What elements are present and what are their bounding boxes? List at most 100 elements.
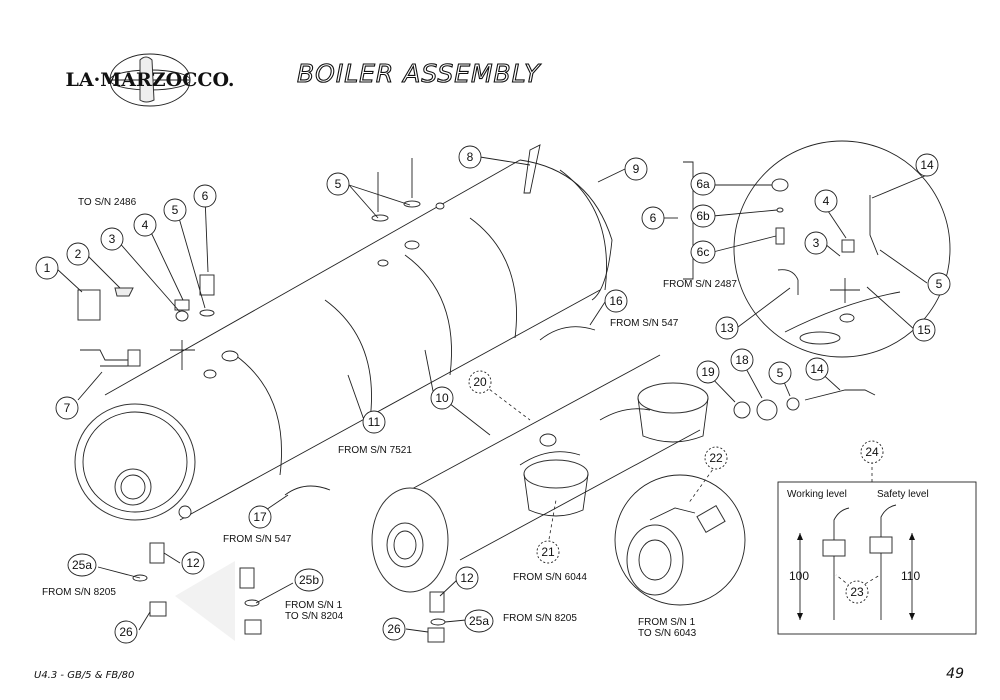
svg-text:11: 11 bbox=[368, 415, 381, 429]
callout-5-left: 5 bbox=[163, 198, 187, 222]
svg-text:6: 6 bbox=[650, 211, 657, 225]
svg-text:9: 9 bbox=[633, 162, 640, 176]
small-parts bbox=[77, 144, 879, 643]
svg-text:14: 14 bbox=[810, 362, 824, 376]
svg-text:20: 20 bbox=[473, 375, 487, 389]
svg-text:12: 12 bbox=[186, 556, 200, 570]
svg-text:15: 15 bbox=[917, 323, 931, 337]
note-to-sn-6043: TO S/N 6043 bbox=[638, 628, 697, 639]
svg-text:21: 21 bbox=[541, 545, 555, 559]
detail-circle-element bbox=[614, 474, 746, 606]
callout-2: 2 bbox=[66, 242, 90, 266]
callout-4: 4 bbox=[133, 213, 157, 237]
dim-safety: 110 bbox=[901, 569, 920, 583]
page-number: 49 bbox=[946, 666, 964, 682]
svg-text:10: 10 bbox=[435, 391, 449, 405]
svg-text:3: 3 bbox=[813, 236, 820, 250]
callout-8: 8 bbox=[458, 145, 482, 169]
note-from-sn-1-b: FROM S/N 1 bbox=[638, 617, 696, 628]
callout-25a-right: 25a bbox=[464, 609, 494, 633]
svg-text:18: 18 bbox=[735, 353, 749, 367]
svg-text:3: 3 bbox=[109, 232, 116, 246]
callout-5-top: 5 bbox=[326, 172, 350, 196]
note-from-sn-1-a: FROM S/N 1 bbox=[285, 600, 343, 611]
callout-5-right: 5 bbox=[768, 361, 792, 385]
callout-12-left: 12 bbox=[181, 551, 205, 575]
svg-text:6b: 6b bbox=[696, 209, 710, 223]
la-marzocco-logo: LA·MARZOCCO. bbox=[66, 53, 235, 107]
svg-text:5: 5 bbox=[936, 277, 943, 291]
note-to-sn-8204: TO S/N 8204 bbox=[285, 611, 344, 622]
svg-text:4: 4 bbox=[823, 194, 830, 208]
callout-3-detail: 3 bbox=[804, 231, 828, 255]
level-probe-box: Working level Safety level 100 110 bbox=[777, 481, 977, 635]
callout-20: 20 bbox=[468, 370, 492, 394]
svg-text:17: 17 bbox=[253, 510, 267, 524]
callout-25b: 25b bbox=[294, 568, 324, 592]
page-title: BOILER ASSEMBLY bbox=[297, 59, 541, 88]
note-from-sn-6044: FROM S/N 6044 bbox=[513, 572, 587, 583]
callout-5-detail: 5 bbox=[927, 272, 951, 296]
svg-text:25a: 25a bbox=[469, 614, 489, 628]
svg-text:8: 8 bbox=[467, 150, 474, 164]
safety-level-label: Safety level bbox=[877, 489, 929, 500]
callout-9: 9 bbox=[624, 157, 648, 181]
svg-text:24: 24 bbox=[865, 445, 879, 459]
svg-text:13: 13 bbox=[720, 321, 734, 335]
svg-text:25a: 25a bbox=[72, 558, 92, 572]
callout-22: 22 bbox=[704, 446, 728, 470]
note-from-sn-8205-left: FROM S/N 8205 bbox=[42, 587, 116, 598]
note-from-sn-7521: FROM S/N 7521 bbox=[338, 445, 412, 456]
svg-text:12: 12 bbox=[460, 571, 474, 585]
callout-26-left: 26 bbox=[114, 620, 138, 644]
svg-text:23: 23 bbox=[850, 585, 864, 599]
callout-14-detail: 14 bbox=[915, 153, 939, 177]
svg-text:6a: 6a bbox=[696, 177, 710, 191]
callout-1: 1 bbox=[35, 256, 59, 280]
callout-3: 3 bbox=[100, 227, 124, 251]
callout-25a-left: 25a bbox=[67, 553, 97, 577]
dim-working: 100 bbox=[789, 569, 809, 583]
boiler-secondary bbox=[371, 354, 709, 593]
svg-text:7: 7 bbox=[64, 401, 71, 415]
svg-text:16: 16 bbox=[609, 294, 623, 308]
note-from-sn-8205-right: FROM S/N 8205 bbox=[503, 613, 577, 624]
callout-26-right: 26 bbox=[382, 617, 406, 641]
callout-18: 18 bbox=[730, 348, 754, 372]
callout-11: 11 bbox=[362, 410, 386, 434]
svg-text:19: 19 bbox=[701, 365, 715, 379]
svg-text:5: 5 bbox=[172, 203, 179, 217]
note-from-sn-547-bottom: FROM S/N 547 bbox=[223, 534, 292, 545]
callout-21: 21 bbox=[536, 540, 560, 564]
svg-text:26: 26 bbox=[387, 622, 401, 636]
callout-6b: 6b bbox=[690, 204, 716, 228]
svg-text:22: 22 bbox=[709, 451, 723, 465]
note-from-sn-547-top: FROM S/N 547 bbox=[610, 318, 679, 329]
callout-10: 10 bbox=[430, 386, 454, 410]
svg-text:1: 1 bbox=[44, 261, 51, 275]
callout-6a: 6a bbox=[690, 172, 716, 196]
svg-text:6: 6 bbox=[202, 189, 209, 203]
boiler-main bbox=[74, 159, 620, 521]
svg-text:26: 26 bbox=[119, 625, 133, 639]
footer-model: U4.3 - GB/5 & FB/80 bbox=[34, 670, 134, 681]
callout-7: 7 bbox=[55, 396, 79, 420]
note-from-sn-2487: FROM S/N 2487 bbox=[663, 279, 737, 290]
callout-6-group: 6 bbox=[641, 206, 665, 230]
svg-text:5: 5 bbox=[335, 177, 342, 191]
working-level-label: Working level bbox=[787, 489, 847, 500]
svg-text:2: 2 bbox=[75, 247, 82, 261]
svg-text:5: 5 bbox=[777, 366, 784, 380]
svg-text:25b: 25b bbox=[299, 573, 319, 587]
callout-19: 19 bbox=[696, 360, 720, 384]
note-to-sn-2486: TO S/N 2486 bbox=[78, 197, 137, 208]
svg-text:6c: 6c bbox=[697, 245, 710, 259]
callout-12-right: 12 bbox=[455, 566, 479, 590]
callout-4-detail: 4 bbox=[814, 189, 838, 213]
callout-6-left: 6 bbox=[193, 184, 217, 208]
callout-24: 24 bbox=[860, 440, 884, 464]
callout-15: 15 bbox=[912, 318, 936, 342]
callout-23: 23 bbox=[845, 580, 869, 604]
callout-17: 17 bbox=[248, 505, 272, 529]
